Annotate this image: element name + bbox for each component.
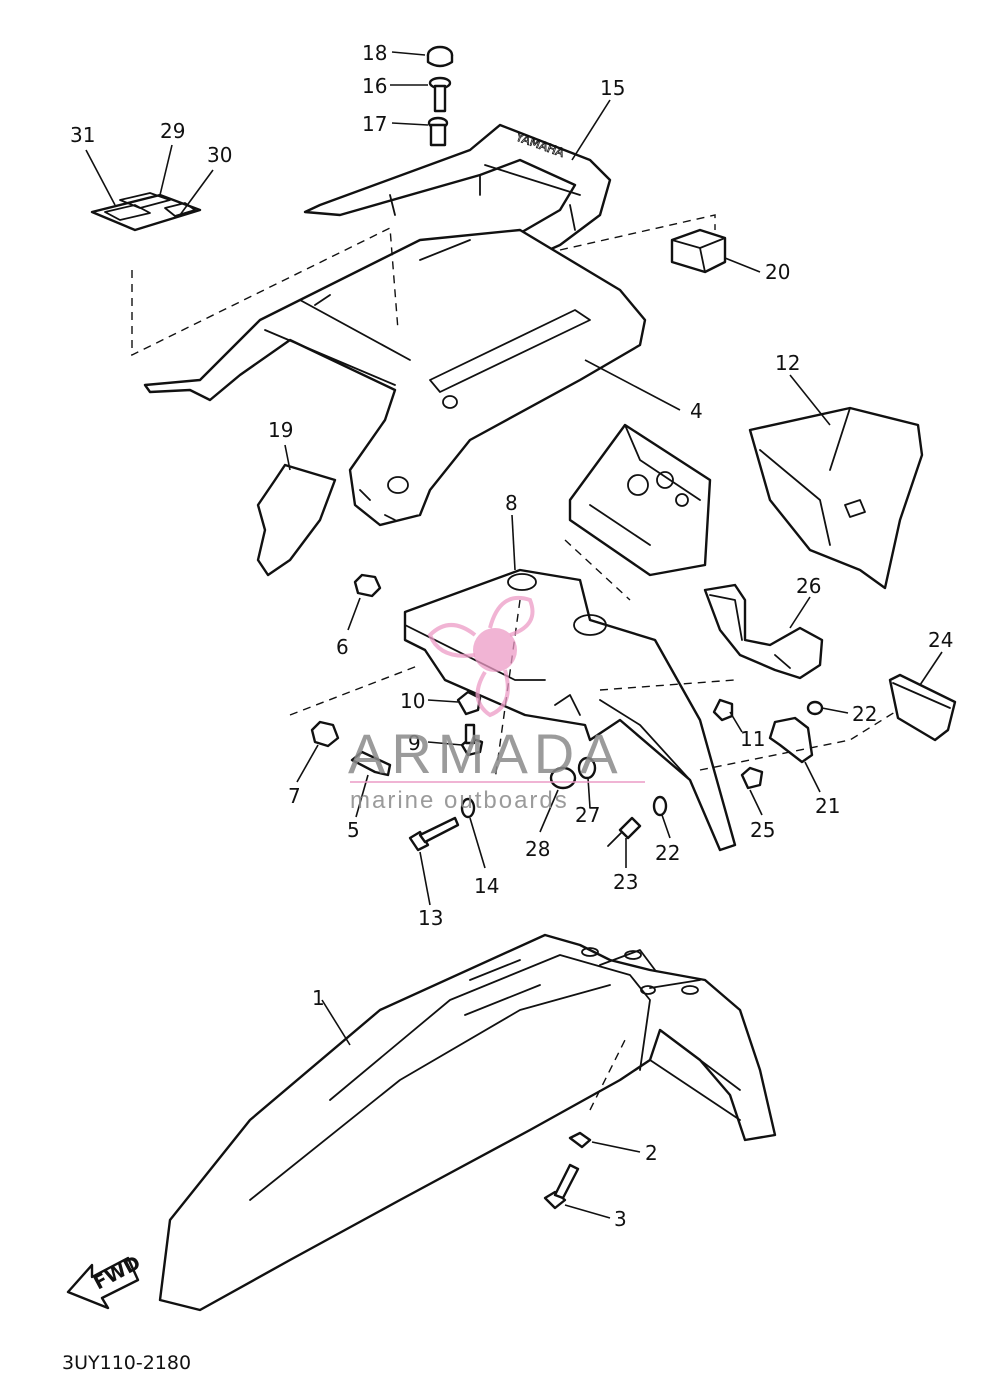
callout-7: 7 <box>288 784 301 808</box>
callout-10: 10 <box>400 689 425 713</box>
callout-13: 13 <box>418 906 443 930</box>
parts-29-30-31-decals <box>90 192 202 232</box>
part-4-tail-cowl <box>143 228 647 527</box>
callout-8: 8 <box>505 491 518 515</box>
tail-light-bracket <box>568 423 712 577</box>
watermark-brand: ARMADA <box>348 722 624 785</box>
part-20-damper <box>670 228 727 274</box>
callout-17: 17 <box>362 112 387 136</box>
callout-23: 23 <box>613 870 638 894</box>
callout-3: 3 <box>614 1207 627 1231</box>
part-26-plate-bracket <box>703 583 824 680</box>
callout-24: 24 <box>928 628 953 652</box>
callout-26: 26 <box>796 574 821 598</box>
part-16-bolt <box>428 76 452 113</box>
callout-5: 5 <box>347 818 360 842</box>
callout-12: 12 <box>775 351 800 375</box>
diagram-code: 3UY110-2180 <box>62 1352 191 1374</box>
callout-30: 30 <box>207 143 232 167</box>
fasteners <box>310 573 824 1210</box>
callout-20: 20 <box>765 260 790 284</box>
callout-22-lower: 22 <box>655 841 680 865</box>
part-24-reflector <box>888 673 957 742</box>
callout-28: 28 <box>525 837 550 861</box>
callout-27: 27 <box>575 803 600 827</box>
part-18-cap <box>426 45 454 68</box>
callout-29: 29 <box>160 119 185 143</box>
watermark-tagline: marine outboards <box>350 787 569 814</box>
callout-11: 11 <box>740 727 765 751</box>
callout-6: 6 <box>336 635 349 659</box>
assembly-lines <box>131 214 896 1111</box>
propeller-logo-icon <box>427 596 535 718</box>
callout-18: 18 <box>362 41 387 65</box>
callout-15: 15 <box>600 76 625 100</box>
fwd-arrow-icon: FWD <box>66 1252 144 1310</box>
part-21-reflector-bracket <box>768 716 814 764</box>
leader-lines <box>85 51 943 1219</box>
callout-4: 4 <box>690 399 703 423</box>
armada-watermark: ARMADA marine outboards <box>348 596 645 814</box>
callout-31: 31 <box>70 123 95 147</box>
callout-9: 9 <box>408 731 421 755</box>
callout-2: 2 <box>645 1141 658 1165</box>
callout-14: 14 <box>474 874 499 898</box>
callout-numbers: 18 16 17 15 31 29 30 20 12 4 19 8 6 26 2… <box>70 41 953 1231</box>
part-17-collar <box>427 116 449 147</box>
callout-19: 19 <box>268 418 293 442</box>
callout-16: 16 <box>362 74 387 98</box>
part-19-mud-flap <box>256 463 337 577</box>
callout-22-upper: 22 <box>852 702 877 726</box>
callout-21: 21 <box>815 794 840 818</box>
callout-1: 1 <box>312 986 325 1010</box>
callout-25: 25 <box>750 818 775 842</box>
part-1-rear-fender <box>158 933 777 1312</box>
part-12-tool-box <box>748 406 924 590</box>
